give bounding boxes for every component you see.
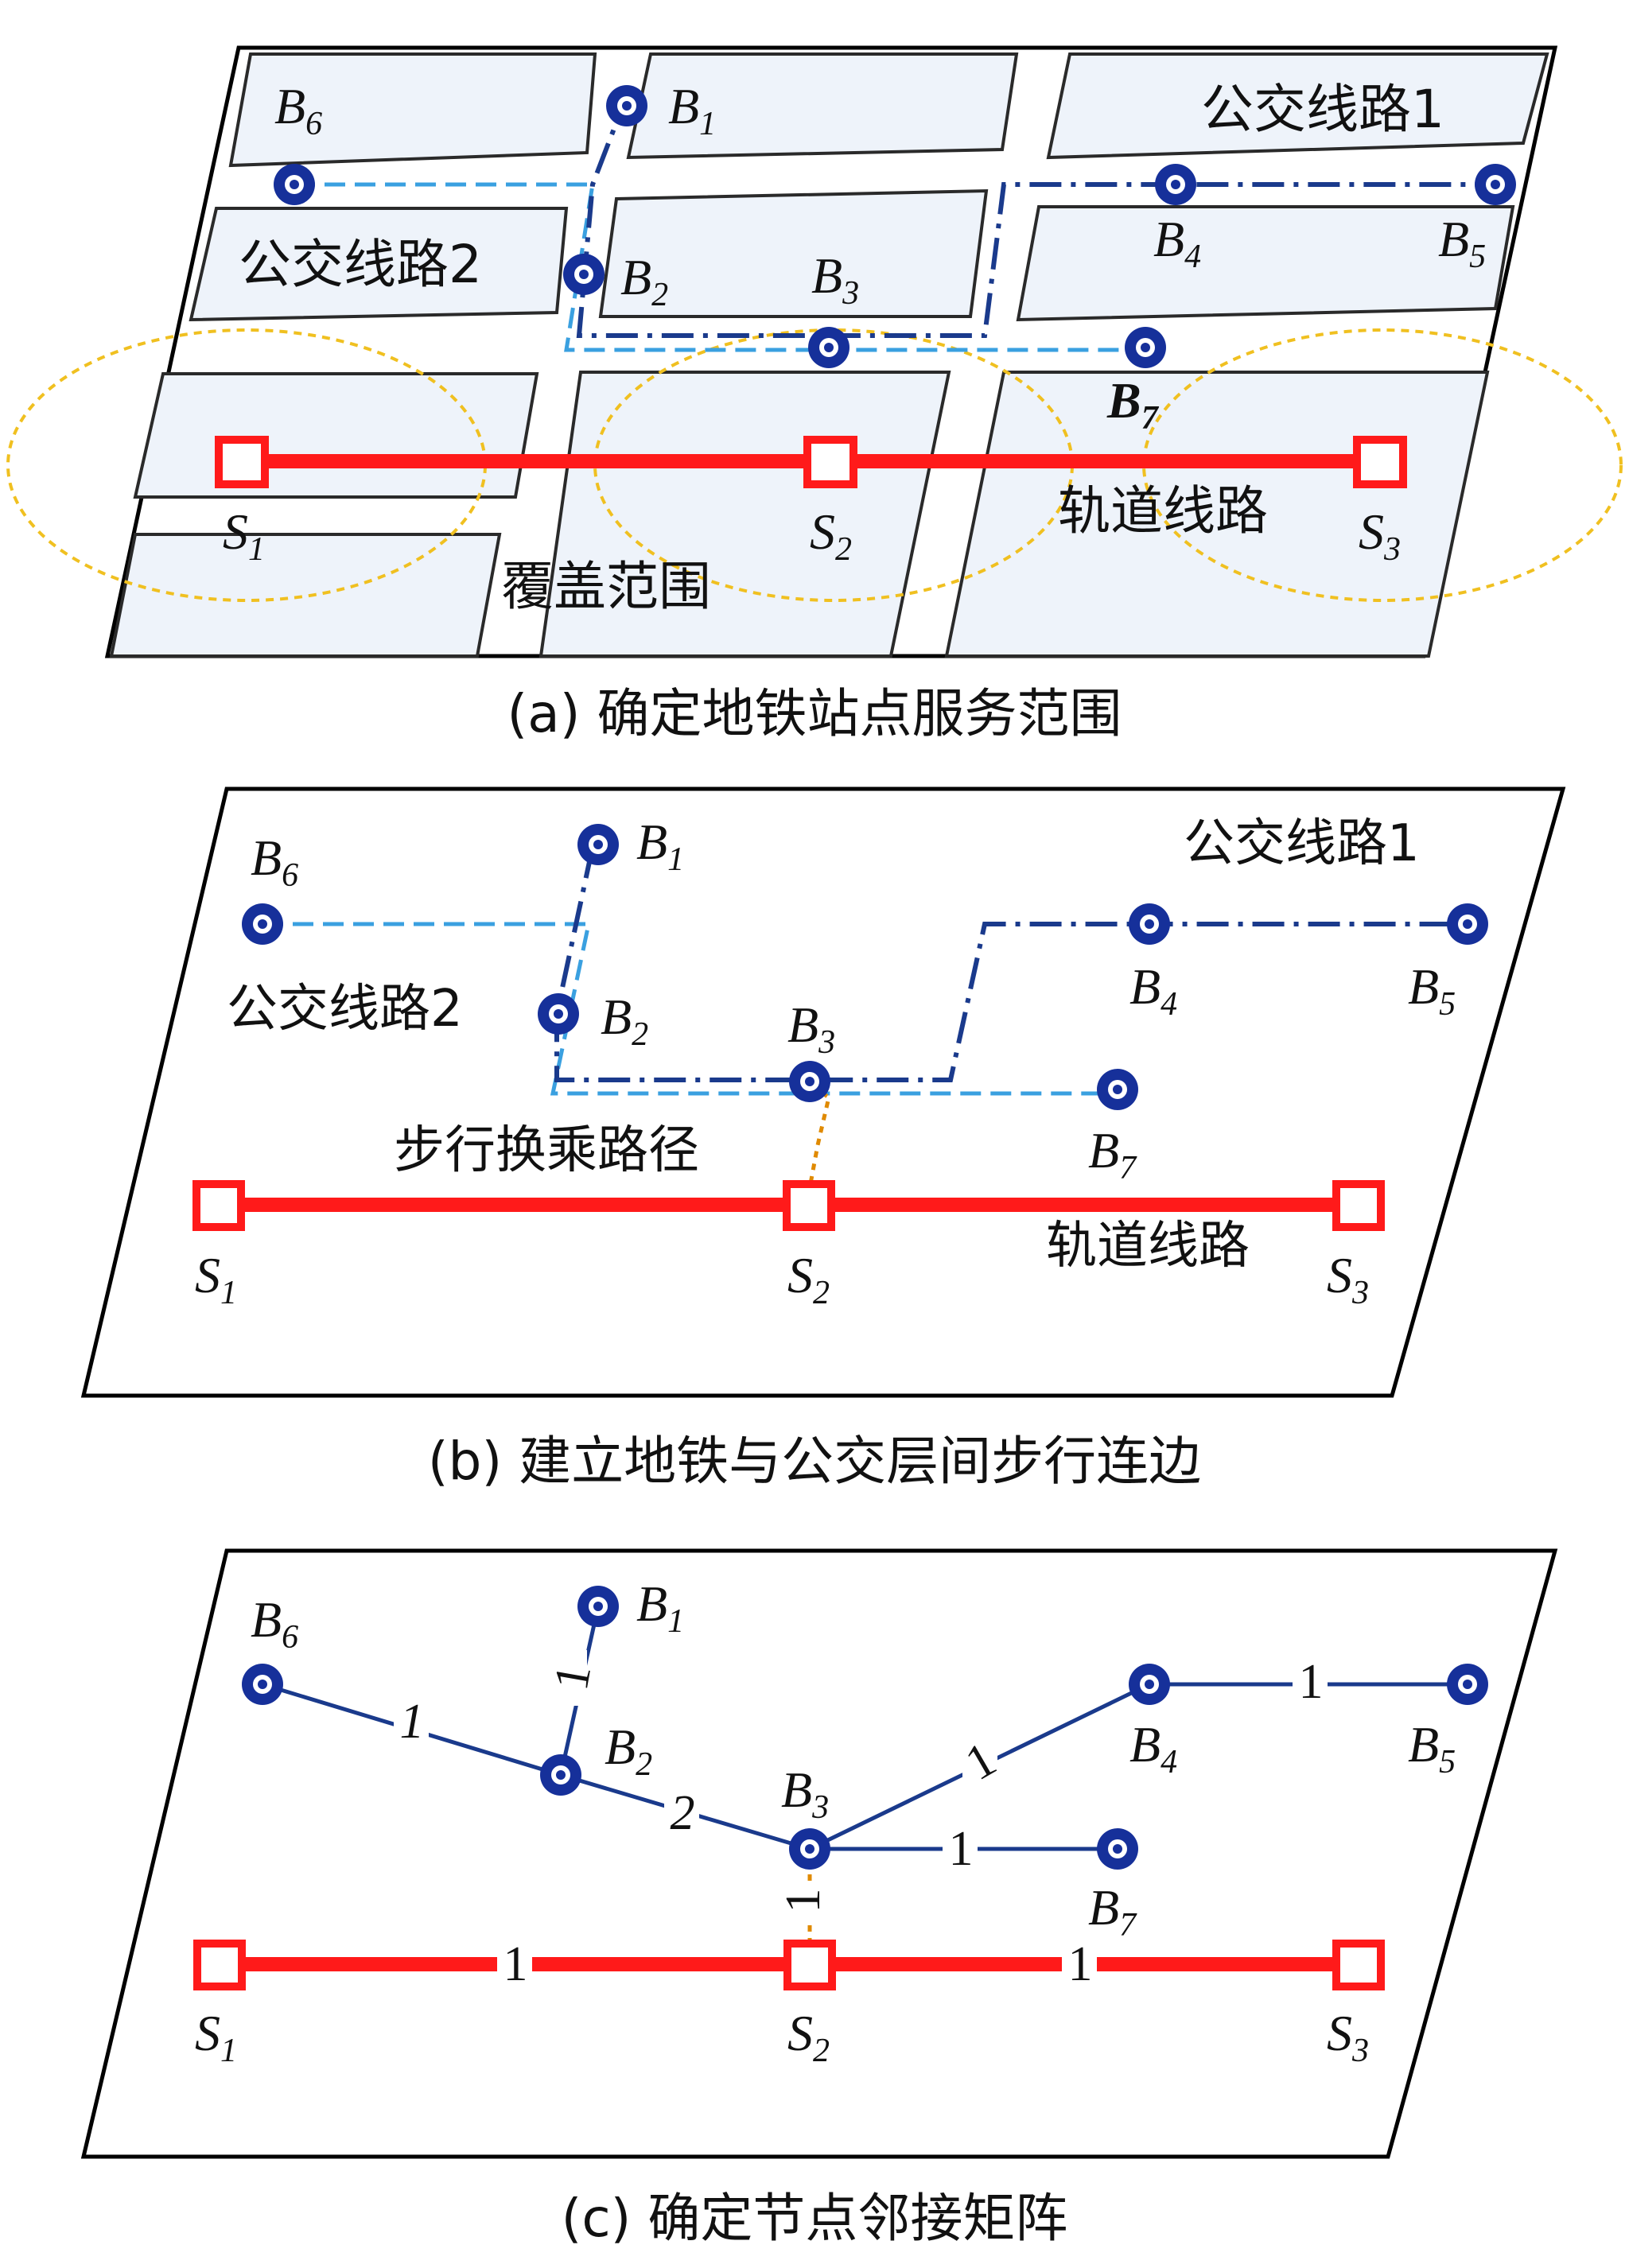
- weight-b4-b5: 1: [1299, 1655, 1324, 1709]
- label-b-b7: B7: [1088, 1122, 1137, 1186]
- bus-line-1-route-b: [554, 846, 1468, 1082]
- bus-stop-b-b7: [1097, 1069, 1138, 1110]
- label-c-b3: B3: [781, 1761, 829, 1826]
- bus-stop-b-b1: [577, 824, 619, 865]
- caption-a: (a) 确定地铁站点服务范围: [507, 683, 1122, 744]
- bus-stop-b1: [606, 85, 647, 126]
- label-b-walk-path: 步行换乘路径: [394, 1121, 699, 1180]
- bus-stops: [274, 85, 1516, 368]
- bus-stop-b4: [1155, 164, 1196, 205]
- label-c-b5: B5: [1408, 1716, 1456, 1781]
- label-b-b1: B1: [636, 814, 684, 878]
- label-a-b6: B6: [274, 78, 322, 142]
- weight-b6-b2: 1: [400, 1695, 425, 1749]
- label-b-bus-line-2: 公交线路2: [227, 980, 463, 1039]
- bus-stop-c-b5: [1447, 1664, 1488, 1705]
- label-a-coverage: 覆盖范围: [501, 556, 711, 617]
- label-c-b2: B2: [605, 1718, 652, 1783]
- label-b-b3: B3: [787, 996, 835, 1061]
- bus-stop-b-b4: [1129, 903, 1170, 945]
- label-c-s1: S1: [195, 2005, 237, 2069]
- bus-stop-b7: [1125, 327, 1166, 368]
- station-c-s1: [193, 1940, 246, 1990]
- label-a-bus-line-1: 公交线路1: [1201, 79, 1444, 140]
- label-b-s1: S1: [195, 1247, 237, 1311]
- bus-stop-c-b3: [789, 1828, 830, 1870]
- bus-stop-c-b6: [242, 1664, 283, 1705]
- label-a-b4: B4: [1153, 211, 1201, 275]
- label-b-b6: B6: [251, 829, 298, 894]
- label-b-s3: S3: [1327, 1247, 1369, 1311]
- label-a-b1: B1: [668, 78, 716, 142]
- label-c-s2: S2: [787, 2005, 830, 2069]
- station-c-s2: [783, 1940, 836, 1990]
- bus-stop-b-b3: [789, 1061, 830, 1102]
- caption-b: (b) 建立地铁与公交层间步行连边: [428, 1431, 1201, 1492]
- rail-stations: [215, 436, 1407, 488]
- label-a-bus-line-2: 公交线路2: [239, 234, 482, 295]
- city-blocks: [109, 52, 1549, 658]
- label-a-s2: S2: [810, 503, 852, 568]
- label-a-s3: S3: [1359, 503, 1401, 568]
- label-c-b6: B6: [251, 1591, 298, 1656]
- station-b-s2: [783, 1180, 835, 1231]
- station-b-s3: [1332, 1180, 1385, 1231]
- label-b-s2: S2: [787, 1247, 830, 1311]
- station-s2: [803, 436, 857, 488]
- label-c-s3: S3: [1327, 2005, 1369, 2069]
- label-c-b1: B1: [636, 1575, 684, 1640]
- bus-stop-b5: [1475, 164, 1516, 205]
- label-a-rail-line: 轨道线路: [1058, 480, 1268, 542]
- panel-a: B6 B1 B2 B3 B4 B5 B7 S1 S2 S3 公交线路1 公交线路…: [6, 45, 1623, 744]
- label-b-b2: B2: [601, 988, 648, 1053]
- weight-s1-s2: 1: [503, 1937, 528, 1991]
- label-a-s1: S1: [223, 503, 265, 568]
- bus-stop-b6: [274, 164, 315, 205]
- bus-stop-b3: [808, 327, 849, 368]
- label-a-b3: B3: [811, 247, 859, 312]
- bus-stop-b-b2: [538, 993, 579, 1035]
- label-a-b7: B7: [1106, 372, 1160, 437]
- bus-stop-b2: [563, 254, 605, 295]
- weight-b3-b7: 1: [949, 1822, 974, 1876]
- label-c-b7: B7: [1088, 1879, 1137, 1944]
- bus-stop-c-b4: [1129, 1664, 1170, 1705]
- panel-c: 1 1 2 1 1 1 1 1 1 B6: [80, 1548, 1558, 2249]
- bus-line-1-route: [576, 90, 1495, 338]
- station-s1: [215, 436, 269, 488]
- bus-stop-b-b6: [242, 903, 283, 945]
- label-b-rail-line: 轨道线路: [1046, 1217, 1250, 1276]
- station-c-s3: [1332, 1940, 1385, 1990]
- weight-s2-s3: 1: [1068, 1937, 1093, 1991]
- label-a-b2: B2: [620, 249, 668, 313]
- label-b-b4: B4: [1129, 958, 1177, 1023]
- bus-stop-c-b2: [540, 1754, 581, 1796]
- station-b-s1: [192, 1180, 245, 1231]
- caption-c: (c) 确定节点邻接矩阵: [562, 2188, 1068, 2249]
- bus-stop-c-b7: [1097, 1828, 1138, 1870]
- label-c-b4: B4: [1129, 1716, 1177, 1781]
- label-a-b5: B5: [1438, 211, 1486, 275]
- weight-b3-s2: 1: [776, 1889, 830, 1913]
- station-s3: [1353, 436, 1407, 488]
- label-b-b5: B5: [1408, 958, 1456, 1023]
- coverage-circle-s3: [1142, 328, 1623, 602]
- bus-stop-b-b5: [1447, 903, 1488, 945]
- bus-stop-c-b1: [577, 1586, 619, 1627]
- weight-b2-b3: 2: [671, 1786, 695, 1840]
- panel-b: B6 B1 B2 B3 B4 B5 B7 S1 S2 S3 公交线路1 公交线路…: [80, 786, 1566, 1492]
- label-b-bus-line-1: 公交线路1: [1184, 814, 1420, 873]
